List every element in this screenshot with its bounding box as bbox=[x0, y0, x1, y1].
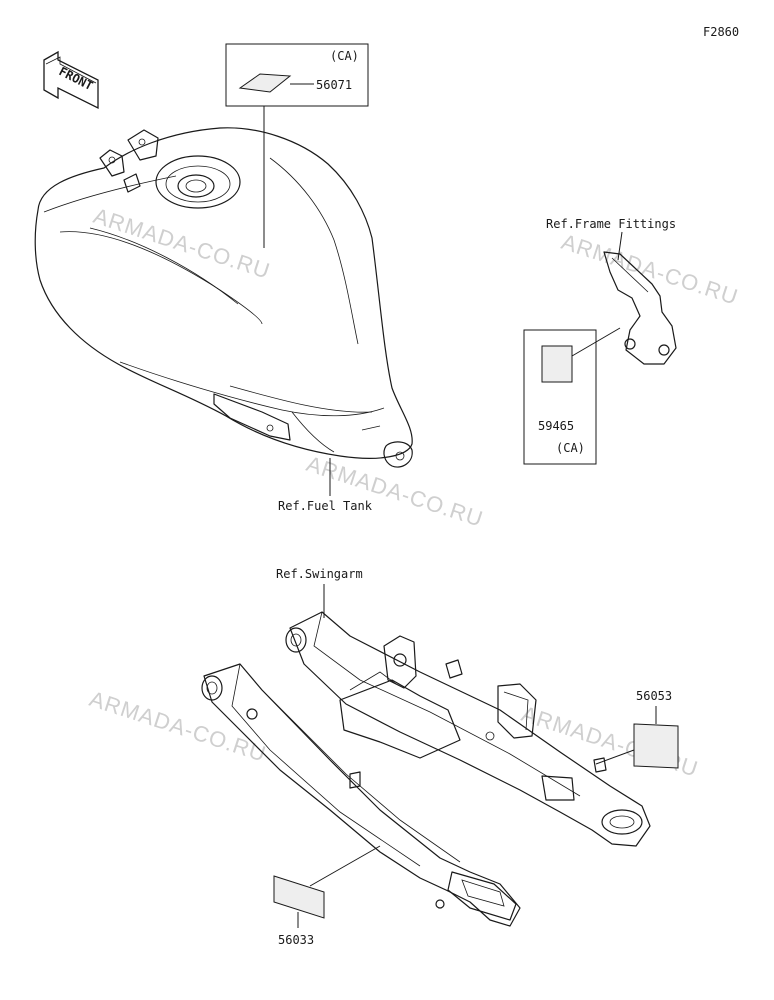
callout-box bbox=[225, 43, 369, 107]
ref-fuel-tank-label: Ref.Fuel Tank bbox=[278, 499, 373, 513]
fuel-tank-drawing bbox=[34, 127, 413, 468]
label-sticker-icon bbox=[633, 723, 679, 769]
watermark: ARMADA-CO.RU bbox=[90, 203, 273, 284]
part-number: 56053 bbox=[636, 689, 672, 703]
label-sticker-icon bbox=[541, 345, 573, 383]
part-callout-56053[interactable]: 56053 bbox=[595, 689, 679, 769]
part-callout-59465[interactable]: 59465 (CA) bbox=[523, 327, 621, 465]
callout-box bbox=[523, 329, 597, 465]
region-label: (CA) bbox=[556, 441, 585, 455]
watermark: ARMADA-CO.RU bbox=[303, 451, 486, 532]
label-sticker-icon bbox=[238, 73, 292, 93]
part-callout-56071[interactable]: (CA) 56071 bbox=[225, 43, 369, 248]
part-number: 59465 bbox=[538, 419, 574, 433]
ref-frame-fittings-label: Ref.Frame Fittings bbox=[546, 217, 676, 231]
swingarm-drawing bbox=[201, 611, 651, 927]
region-label: (CA) bbox=[330, 49, 359, 63]
part-number: 56071 bbox=[316, 78, 352, 92]
label-sticker-icon bbox=[273, 875, 325, 919]
diagram-code: F2860 bbox=[703, 25, 739, 39]
front-arrow-icon: FRONT bbox=[43, 50, 99, 110]
frame-fitting-bracket-drawing bbox=[603, 251, 677, 365]
ref-swingarm-label: Ref.Swingarm bbox=[276, 567, 363, 581]
part-callout-56033[interactable]: 56033 bbox=[273, 845, 381, 947]
watermark: ARMADA-CO.RU bbox=[86, 686, 269, 767]
watermark: ARMADA-CO.RU bbox=[558, 229, 741, 310]
part-number: 56033 bbox=[278, 933, 314, 947]
